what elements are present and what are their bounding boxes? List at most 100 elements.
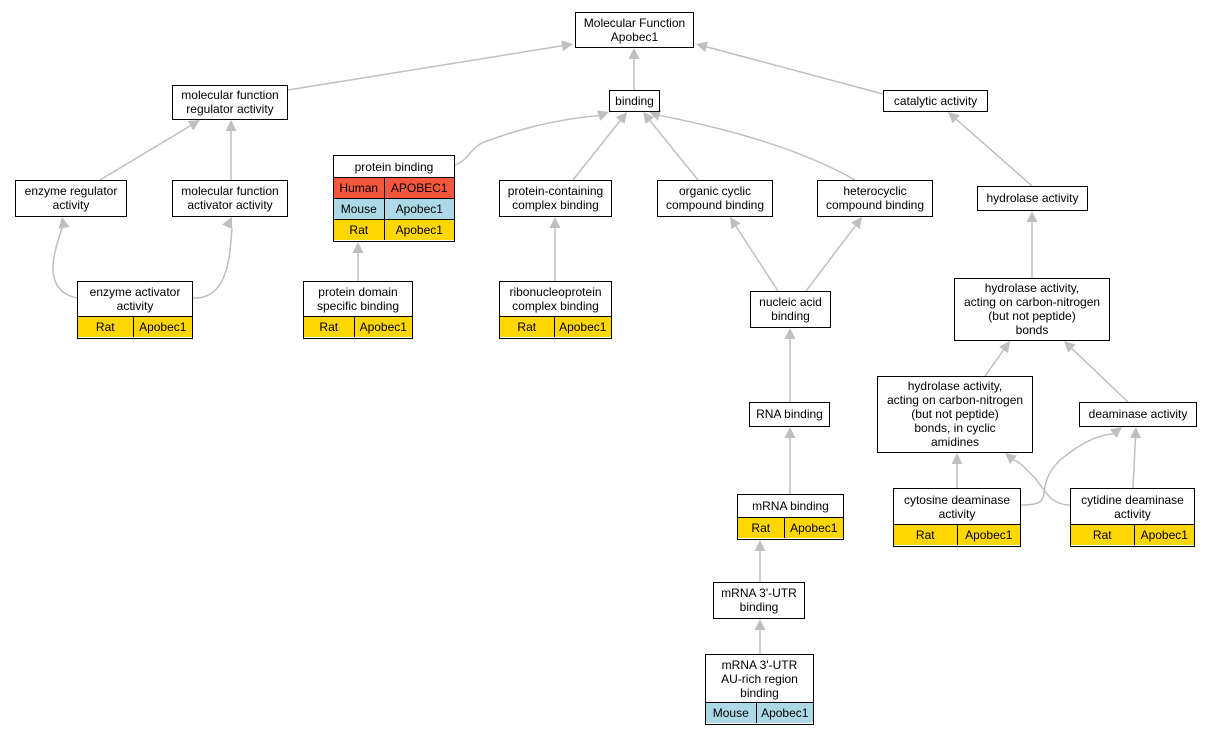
node-mfra[interactable]: molecular function regulator activity — [172, 85, 288, 120]
arrowhead-icon — [628, 48, 640, 59]
edge-hydrolase-to-catalytic — [955, 118, 1033, 187]
node-nab[interactable]: nucleic acid binding — [750, 291, 831, 328]
edge-pb-to-binding — [454, 114, 599, 166]
node-hacn[interactable]: hydrolase activity, acting on carbon-nit… — [954, 278, 1110, 341]
node-label: cytidine deaminase activity — [1081, 492, 1184, 521]
species-cell: Rat — [304, 316, 355, 337]
species-cell: Mouse — [334, 198, 385, 220]
node-utr[interactable]: mRNA 3'-UTR binding — [713, 582, 805, 619]
edge-cytidine-to-deaminase — [1132, 437, 1137, 489]
gene-cell: Apobec1 — [132, 316, 192, 337]
node-label: hydrolase activity, acting on carbon-nit… — [963, 281, 1101, 337]
node-era[interactable]: enzyme regulator activity — [15, 180, 127, 217]
arrowhead-icon — [649, 110, 662, 121]
arrowhead-icon — [58, 217, 70, 229]
node-rnab[interactable]: RNA binding — [749, 402, 830, 427]
node-hydrolase[interactable]: hydrolase activity — [977, 186, 1088, 211]
node-label: protein binding — [354, 159, 434, 174]
species-cell: Rat — [500, 316, 555, 337]
arrowhead-icon — [222, 217, 233, 230]
species-cell: Rat — [334, 219, 385, 240]
arrowhead-icon — [1129, 427, 1141, 439]
arrowhead-icon — [754, 619, 766, 630]
arrowhead-icon — [596, 110, 609, 121]
node-label: mRNA 3'-UTR AU-rich region binding — [721, 657, 798, 700]
gene-cell: Apobec1 — [383, 198, 454, 220]
node-pccb[interactable]: protein-containing complex binding — [499, 180, 612, 217]
gene-cell: Apobec1 — [553, 316, 611, 337]
node-label: cytosine deaminase activity — [903, 492, 1011, 521]
species-cell: Rat — [1071, 524, 1135, 545]
node-label: molecular function activator activity — [181, 184, 279, 212]
edge-pccb-to-binding — [572, 120, 621, 181]
arrowhead-icon — [1064, 341, 1076, 353]
edge-deaminase-to-hacn — [1071, 348, 1129, 403]
gene-cell: Apobec1 — [755, 702, 813, 723]
arrowhead-icon — [643, 112, 655, 125]
gene-cell: Apobec1 — [353, 316, 412, 337]
arrowhead-icon — [696, 41, 709, 53]
edge-hccb-to-binding — [659, 114, 856, 181]
node-hacnc[interactable]: hydrolase activity, acting on carbon-nit… — [877, 376, 1033, 453]
node-label: Molecular Function Apobec1 — [583, 15, 686, 44]
arrowhead-icon — [352, 242, 364, 253]
gene-cell: Apobec1 — [1133, 524, 1194, 545]
node-mf[interactable]: Molecular Function Apobec1 — [575, 12, 694, 48]
node-label: deaminase activity — [1088, 407, 1188, 421]
edge-catalytic-to-mf — [706, 46, 884, 95]
node-label: binding — [615, 93, 654, 108]
arrowhead-icon — [615, 112, 627, 125]
species-cell: Mouse — [706, 702, 757, 723]
arrowhead-icon — [1109, 427, 1122, 439]
node-label: mRNA 3'-UTR binding — [721, 586, 797, 614]
node-catalytic[interactable]: catalytic activity — [883, 90, 988, 112]
node-binding[interactable]: binding — [609, 90, 660, 112]
edge-eaa-to-era — [52, 227, 78, 299]
node-label: nucleic acid binding — [759, 295, 822, 323]
node-occb[interactable]: organic cyclic compound binding — [657, 180, 773, 217]
arrowhead-icon — [1026, 211, 1038, 222]
species-cell: Rat — [894, 524, 958, 545]
edge-era-to-mfra — [99, 125, 191, 181]
node-mfaa[interactable]: molecular function activator activity — [172, 180, 288, 217]
gene-cell: Apobec1 — [383, 219, 454, 240]
arrowhead-icon — [999, 341, 1010, 354]
node-deaminase[interactable]: deaminase activity — [1079, 402, 1197, 427]
arrowhead-icon — [784, 427, 796, 438]
species-cell: Rat — [738, 517, 785, 538]
arrowhead-icon — [850, 217, 862, 230]
edge-occb-to-binding — [649, 120, 699, 181]
species-cell: Rat — [78, 316, 134, 337]
arrowhead-icon — [225, 120, 237, 131]
node-label: molecular function regulator activity — [181, 88, 279, 116]
species-cell: Human — [334, 177, 385, 199]
arrowhead-icon — [187, 120, 200, 131]
node-label: catalytic activity — [893, 93, 978, 108]
node-hccb[interactable]: heterocyclic compound binding — [817, 180, 933, 217]
edge-hacnc-to-hacn — [984, 349, 1005, 377]
gene-cell: Apobec1 — [783, 517, 843, 538]
arrowhead-icon — [730, 217, 741, 230]
